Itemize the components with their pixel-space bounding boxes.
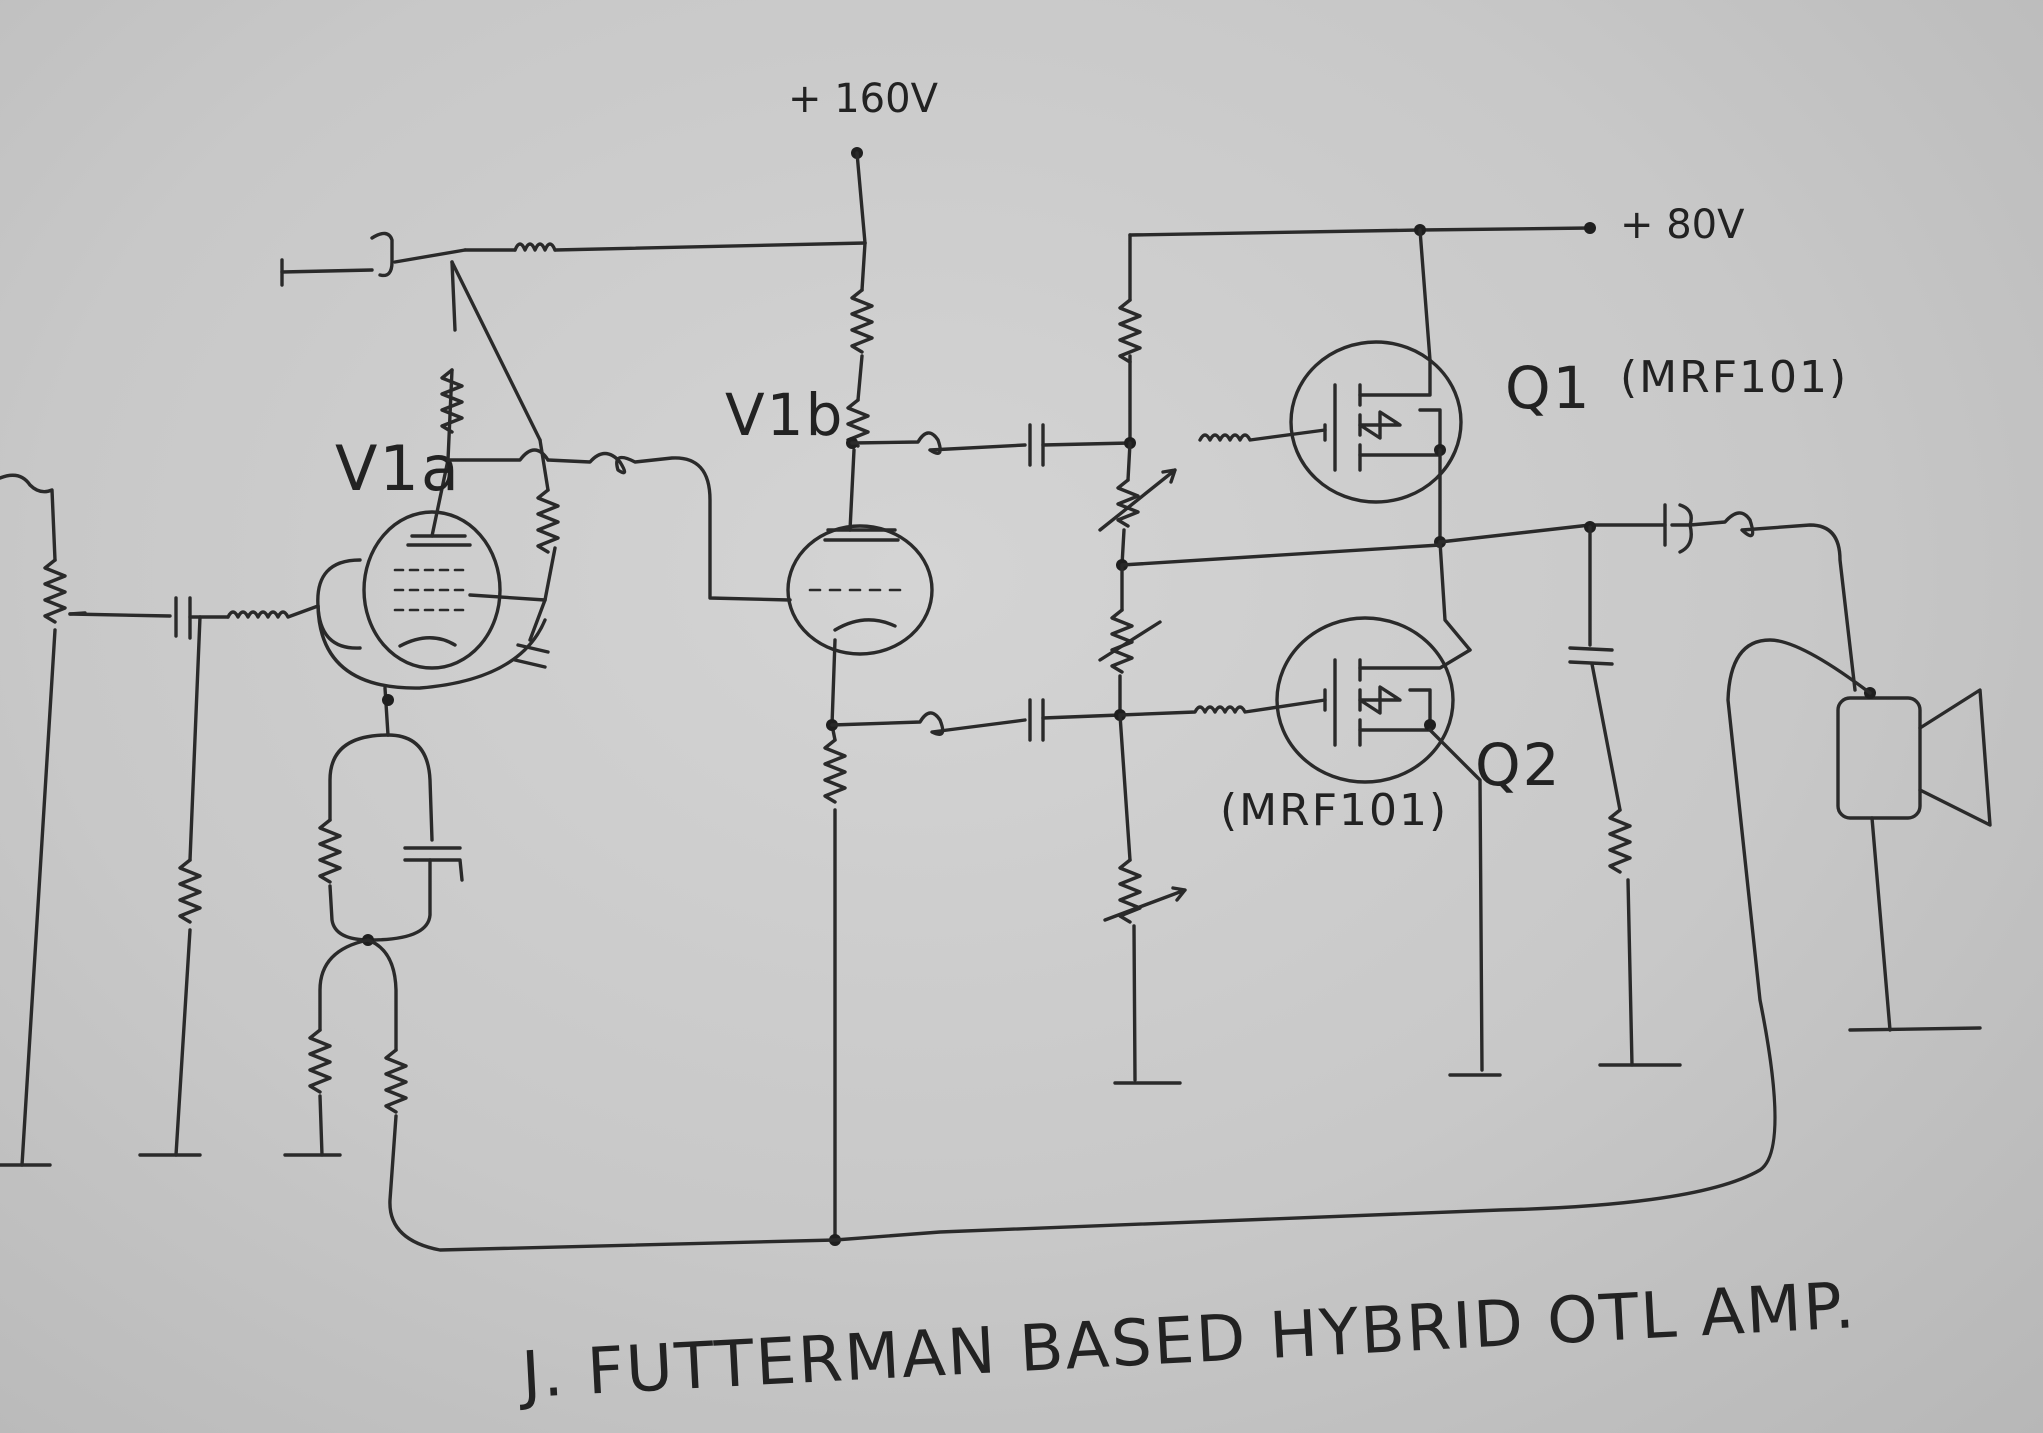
feedback-loop (833, 638, 1872, 1242)
transistor-q1-label: Q1 (1505, 354, 1592, 422)
tube-v1b (786, 524, 934, 727)
tube-v1a (316, 458, 547, 690)
supply-80v-rail (1128, 222, 1596, 237)
v1b-cathode-resistor (823, 719, 847, 1246)
tube-v1b-label: V1b (725, 381, 844, 449)
upper-coupling-capacitor (846, 423, 1132, 467)
transistor-q1 (1198, 228, 1463, 504)
grid-leak-resistor (138, 615, 202, 1157)
v1b-plate-resistor (846, 241, 874, 532)
transistor-q1-part: (MRF101) (1620, 352, 1848, 403)
tube-v1a-label: V1a (335, 432, 461, 505)
grid-stopper-resistor (226, 604, 320, 619)
input-potentiometer (0, 473, 87, 1167)
bias-divider-ladder (1098, 233, 1187, 1085)
supply-160v-label: + 160V (788, 76, 939, 122)
input-coupling-capacitor (68, 596, 230, 640)
transistor-q2-label: Q2 (1475, 731, 1562, 799)
supply-160v-terminal (851, 147, 867, 245)
v1a-plate-network (440, 260, 792, 669)
v1a-cathode-network (283, 686, 837, 1252)
schematic-title: J. FUTTERMAN BASED HYBRID OTL AMP. (516, 1269, 1858, 1413)
transistor-q2-part: (MRF101) (1220, 785, 1448, 836)
loudspeaker (1836, 687, 1992, 1032)
zobel-network (1568, 525, 1682, 1067)
lower-coupling-capacitor (830, 698, 1122, 742)
supply-80v-label: + 80V (1620, 202, 1745, 248)
output-connector (1663, 503, 1857, 692)
transistor-q2 (1118, 616, 1502, 1077)
output-midpoint (1120, 448, 1667, 652)
top-supply-rail (280, 231, 867, 287)
